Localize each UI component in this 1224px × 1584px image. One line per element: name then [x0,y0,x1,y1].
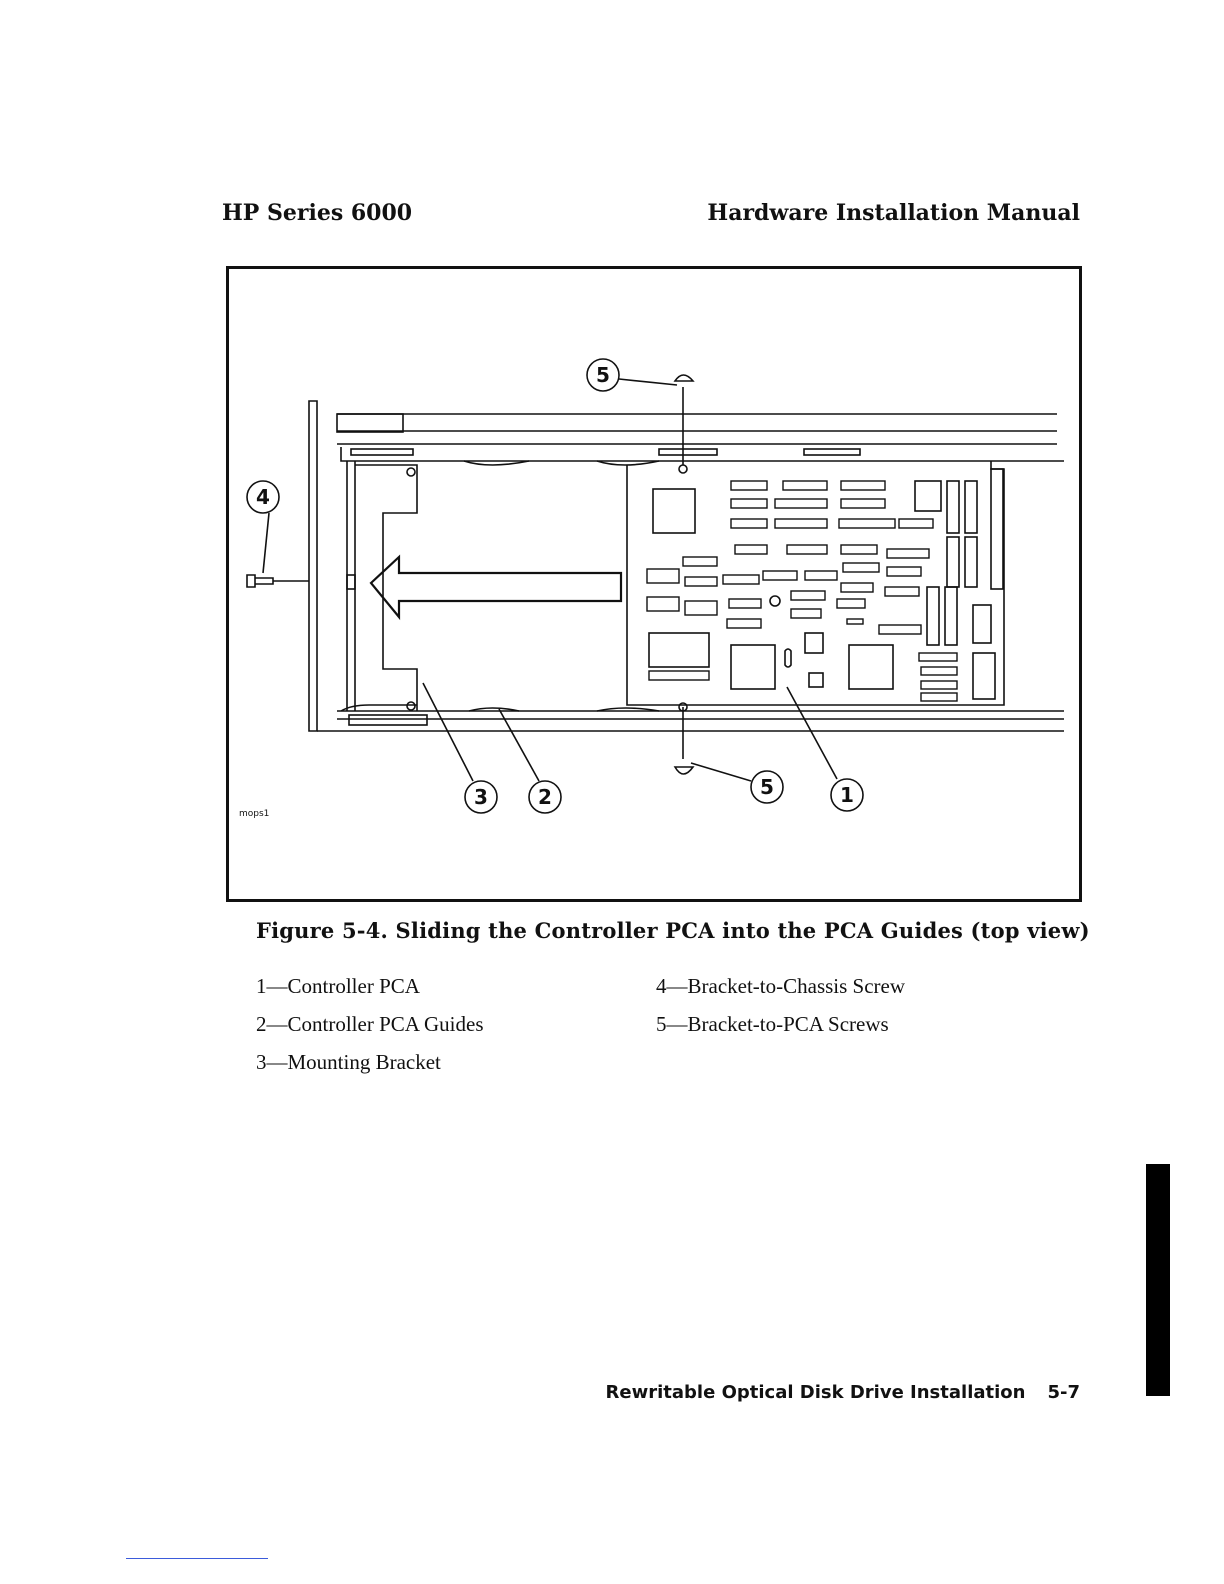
page-number: 5-7 [1047,1382,1080,1403]
legend-item: 4—Bracket-to-Chassis Screw [656,974,905,999]
legend-item: 2—Controller PCA Guides [256,1012,484,1037]
header-manual-title: Hardware Installation Manual [707,200,1080,226]
figure-frame: 5 4 3 2 5 1 mops1 [226,266,1082,902]
header-series: HP Series 6000 [222,200,412,226]
callout-5-top: 5 [596,363,610,387]
callout-3: 3 [474,785,488,809]
callout-4: 4 [256,485,270,509]
chapter-thumb-tab [1146,1164,1170,1396]
footer-chapter-title: Rewritable Optical Disk Drive Installati… [606,1382,1026,1403]
legend-item: 5—Bracket-to-PCA Screws [656,1012,889,1037]
callout-2: 2 [538,785,552,809]
page-footer: Rewritable Optical Disk Drive Installati… [606,1382,1080,1403]
figure-tag: mops1 [239,809,269,819]
figure-caption: Figure 5-4. Sliding the Controller PCA i… [256,918,1090,943]
legend-item: 1—Controller PCA [256,974,420,999]
callout-1: 1 [840,783,854,807]
legend-item: 3—Mounting Bracket [256,1050,441,1075]
page-underline [126,1558,268,1559]
figure-illustration: 5 4 3 2 5 1 [229,269,1079,899]
callout-5-bottom: 5 [760,775,774,799]
